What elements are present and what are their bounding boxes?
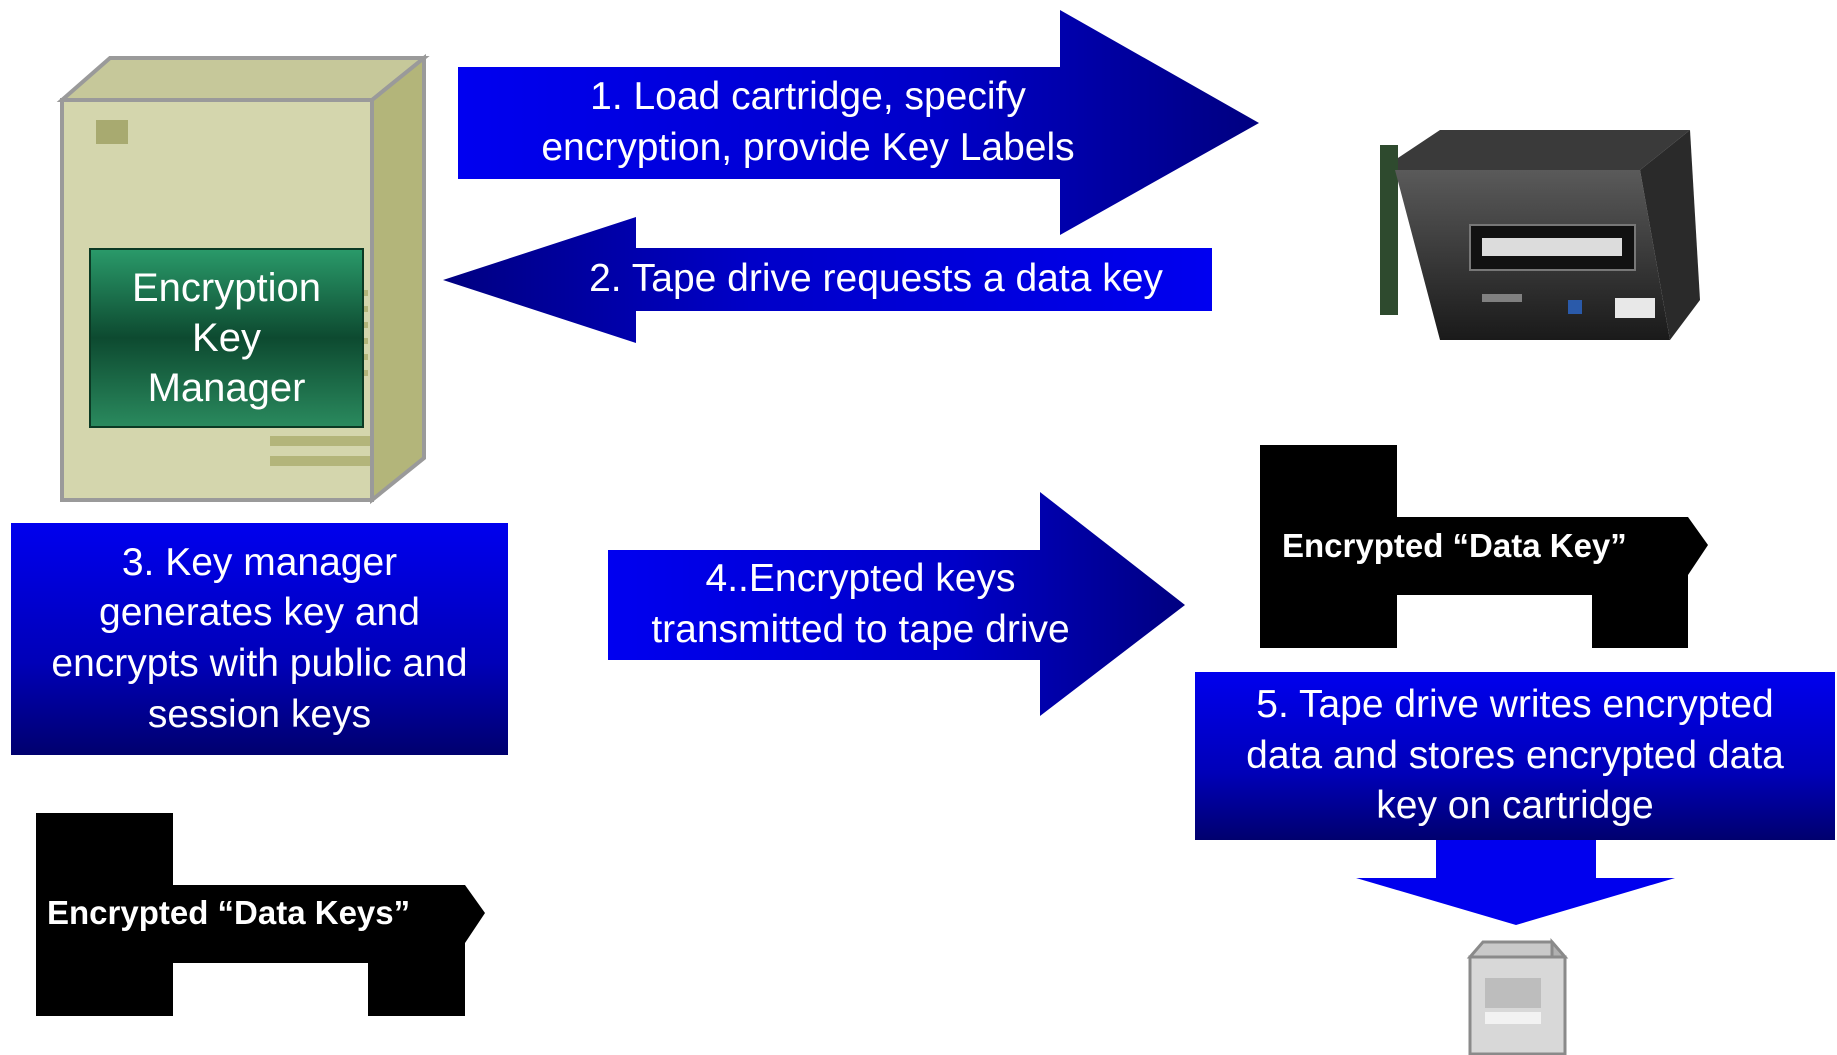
step3-text-line2: generates key and — [99, 591, 420, 635]
step4-text-line1: 4..Encrypted keys — [705, 557, 1016, 601]
step4-arrow — [608, 492, 1185, 716]
step5-box — [1195, 672, 1835, 840]
manager-encrypted-key-icon — [36, 813, 485, 1016]
step3-text-line3: encrypts with public and — [51, 642, 468, 685]
tape-drive-icon — [1380, 130, 1700, 340]
drive-encrypted-key-icon — [1260, 445, 1708, 648]
step2-text-line: 2. Tape drive requests a data key — [589, 257, 1163, 301]
step4-text-line2: transmitted to tape drive — [651, 608, 1070, 651]
step3-box — [11, 523, 508, 755]
step5-text-line3: key on cartridge — [1376, 784, 1654, 828]
step2-arrow — [443, 217, 1212, 343]
step3-text-line1: 3. Key manager — [121, 540, 398, 584]
step3-text-line4: session keys — [147, 692, 372, 736]
step1-text-line1: 1. Load cartridge, specify — [590, 75, 1026, 119]
step4-text: 4..Encrypted keys transmitted to tape dr… — [608, 550, 1113, 660]
key-manager-label-line2: Key — [192, 316, 261, 360]
step5-down-arrow — [1356, 840, 1675, 925]
key-manager-label-line3: Manager — [147, 366, 306, 410]
step5-text-line2: data and stores encrypted data — [1246, 733, 1784, 777]
key-manager-label-line1: Encryption — [132, 266, 321, 310]
step1-text-line2: encryption, provide Key Labels — [541, 126, 1075, 169]
drive-key-label: Encrypted “Data Key” — [1282, 527, 1627, 564]
step5-text: 5. Tape drive writes encrypted data and … — [1195, 672, 1835, 840]
step1-arrow — [458, 10, 1259, 235]
step5-text-line1: 5. Tape drive writes encrypted — [1256, 682, 1774, 726]
step1-text: 1. Load cartridge, specify encryption, p… — [458, 67, 1158, 179]
key-manager-panel — [89, 248, 364, 428]
key-manager-label: Encryption Key Manager — [90, 249, 363, 427]
step2-text: 2. Tape drive requests a data key — [540, 248, 1212, 311]
tape-cartridge-icon — [1466, 937, 1569, 1055]
manager-key-label: Encrypted “Data Keys” — [47, 894, 411, 931]
step3-text: 3. Key manager generates key and encrypt… — [11, 523, 508, 755]
